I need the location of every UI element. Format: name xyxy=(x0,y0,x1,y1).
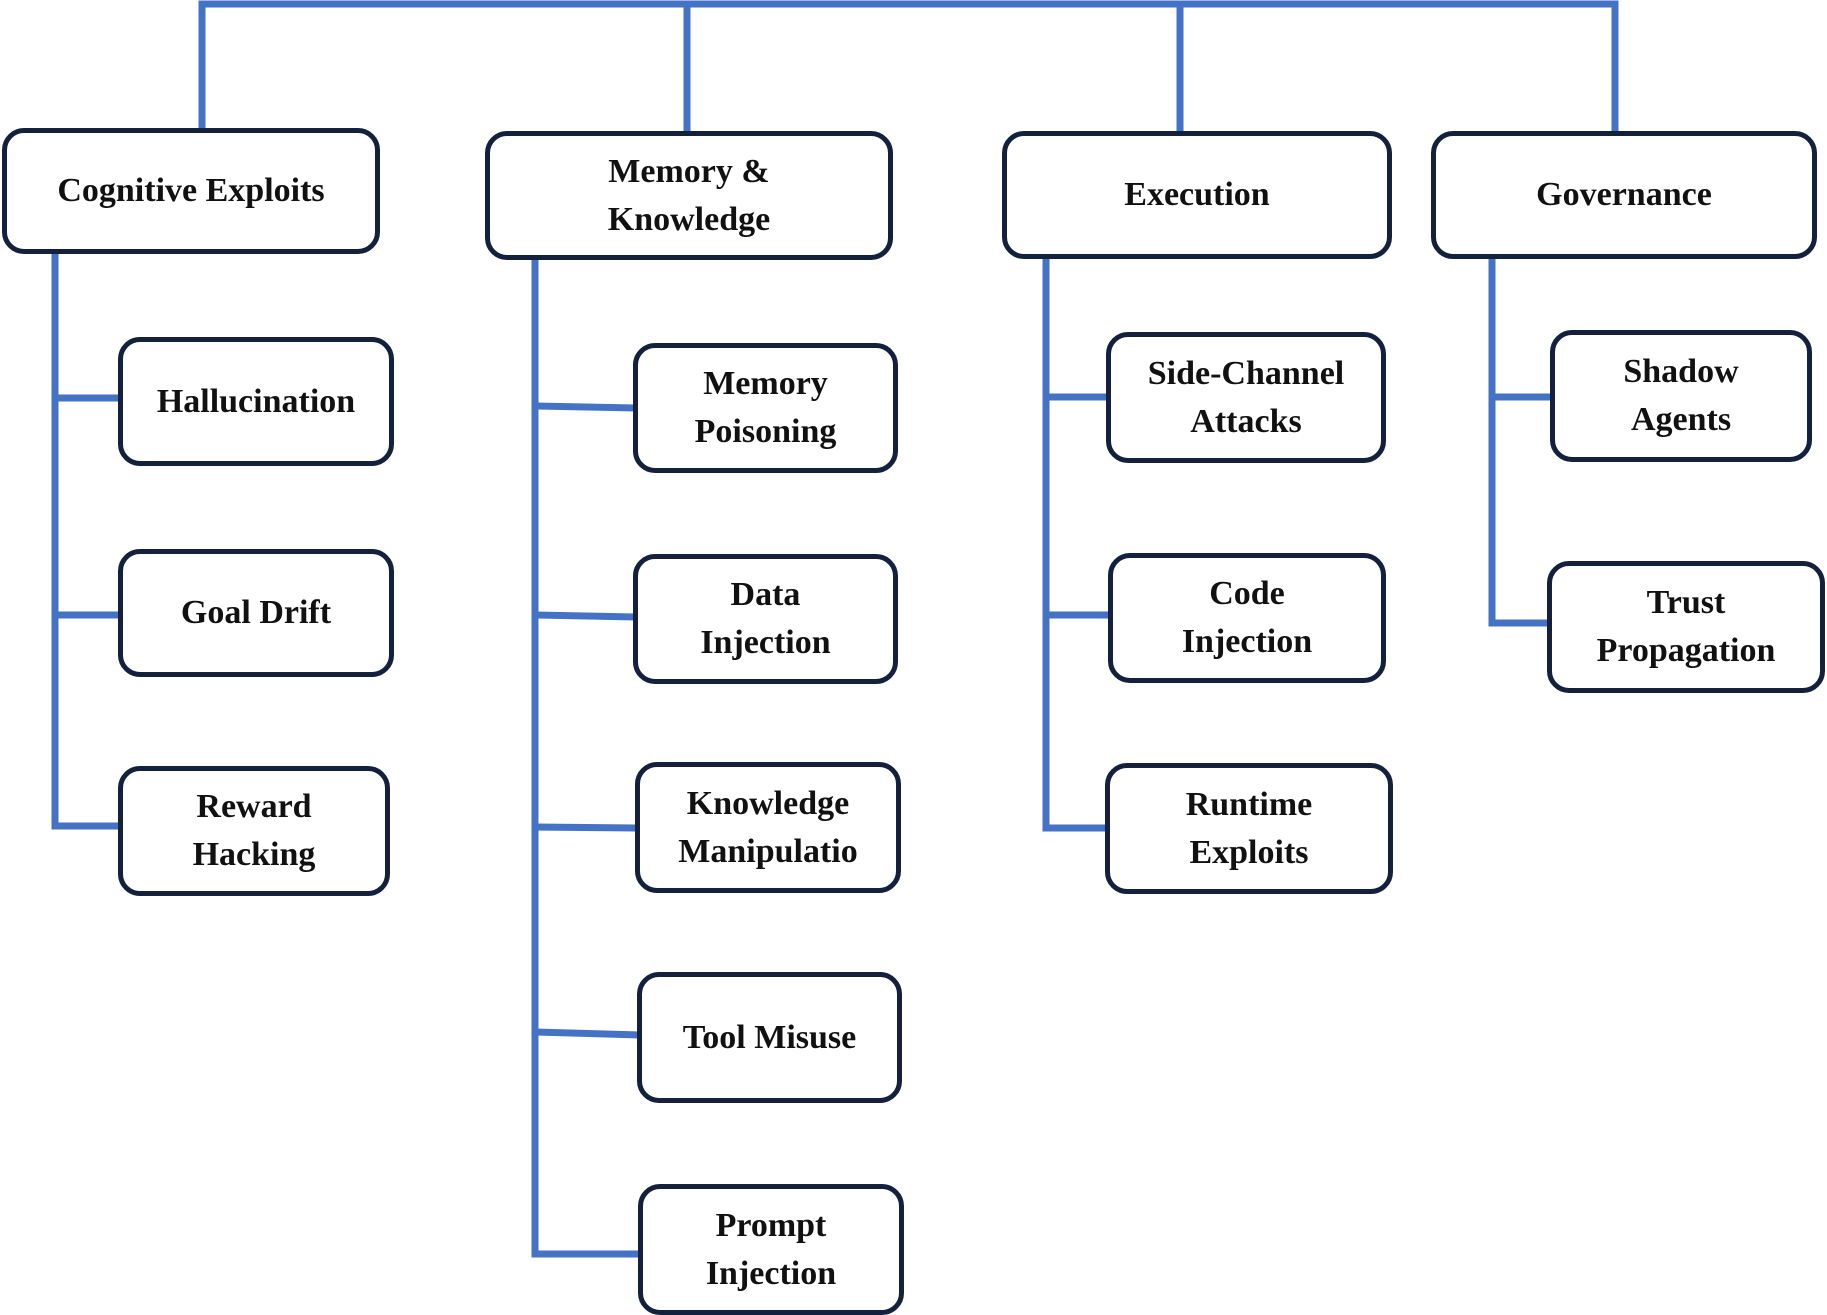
node-tool-misuse: Tool Misuse xyxy=(637,972,902,1103)
branch-memory-poisoning xyxy=(531,402,641,412)
category-memory-knowledge: Memory & Knowledge xyxy=(485,131,893,260)
node-data-injection: Data Injection xyxy=(633,554,898,684)
node-label: Memory Poisoning xyxy=(694,365,837,450)
branch-tool-misuse xyxy=(531,1028,644,1039)
trunk-execution xyxy=(1042,250,1114,832)
node-label: Tool Misuse xyxy=(682,1018,857,1056)
node-memory-poisoning: Memory Poisoning xyxy=(633,343,898,473)
node-label: Knowledge Manipulatio xyxy=(678,784,858,870)
node-trust-propagation: Trust Propagation xyxy=(1547,561,1825,693)
node-shadow-agents: Shadow Agents xyxy=(1550,330,1812,462)
category-label: Cognitive Exploits xyxy=(57,172,325,209)
node-label: Side-Channel Attacks xyxy=(1147,354,1345,440)
branch-knowledge-manipulation xyxy=(531,823,644,832)
node-goal-drift: Goal Drift xyxy=(118,549,394,677)
node-label: Trust Propagation xyxy=(1596,584,1776,669)
node-label: Shadow Agents xyxy=(1623,353,1739,438)
category-execution: Execution xyxy=(1002,131,1392,259)
branch-data-injection xyxy=(531,611,641,621)
node-side-channel-attacks: Side-Channel Attacks xyxy=(1106,332,1386,463)
category-label: Governance xyxy=(1536,176,1712,213)
category-label: Memory & Knowledge xyxy=(607,152,771,238)
node-knowledge-manipulation: Knowledge Manipulatio xyxy=(635,762,901,893)
node-label: Runtime Exploits xyxy=(1185,785,1313,871)
node-hallucination: Hallucination xyxy=(118,337,394,466)
node-label: Reward Hacking xyxy=(192,788,316,873)
trunk-cognitive xyxy=(51,248,126,830)
category-governance: Governance xyxy=(1431,131,1817,259)
node-label: Data Injection xyxy=(700,576,831,661)
node-label: Code Injection xyxy=(1181,575,1313,660)
trunk-governance xyxy=(1488,250,1563,627)
trunk-memory xyxy=(531,254,646,1258)
node-label: Prompt Injection xyxy=(705,1206,837,1292)
node-label: Hallucination xyxy=(156,382,356,420)
category-label: Execution xyxy=(1124,176,1270,213)
node-code-injection: Code Injection xyxy=(1108,553,1386,683)
root-bus-line xyxy=(198,0,1619,136)
node-prompt-injection: Prompt Injection xyxy=(638,1184,904,1315)
node-reward-hacking: Reward Hacking xyxy=(118,766,390,896)
node-label: Goal Drift xyxy=(180,594,332,631)
node-runtime-exploits: Runtime Exploits xyxy=(1105,763,1393,894)
category-cognitive-exploits: Cognitive Exploits xyxy=(2,128,380,254)
